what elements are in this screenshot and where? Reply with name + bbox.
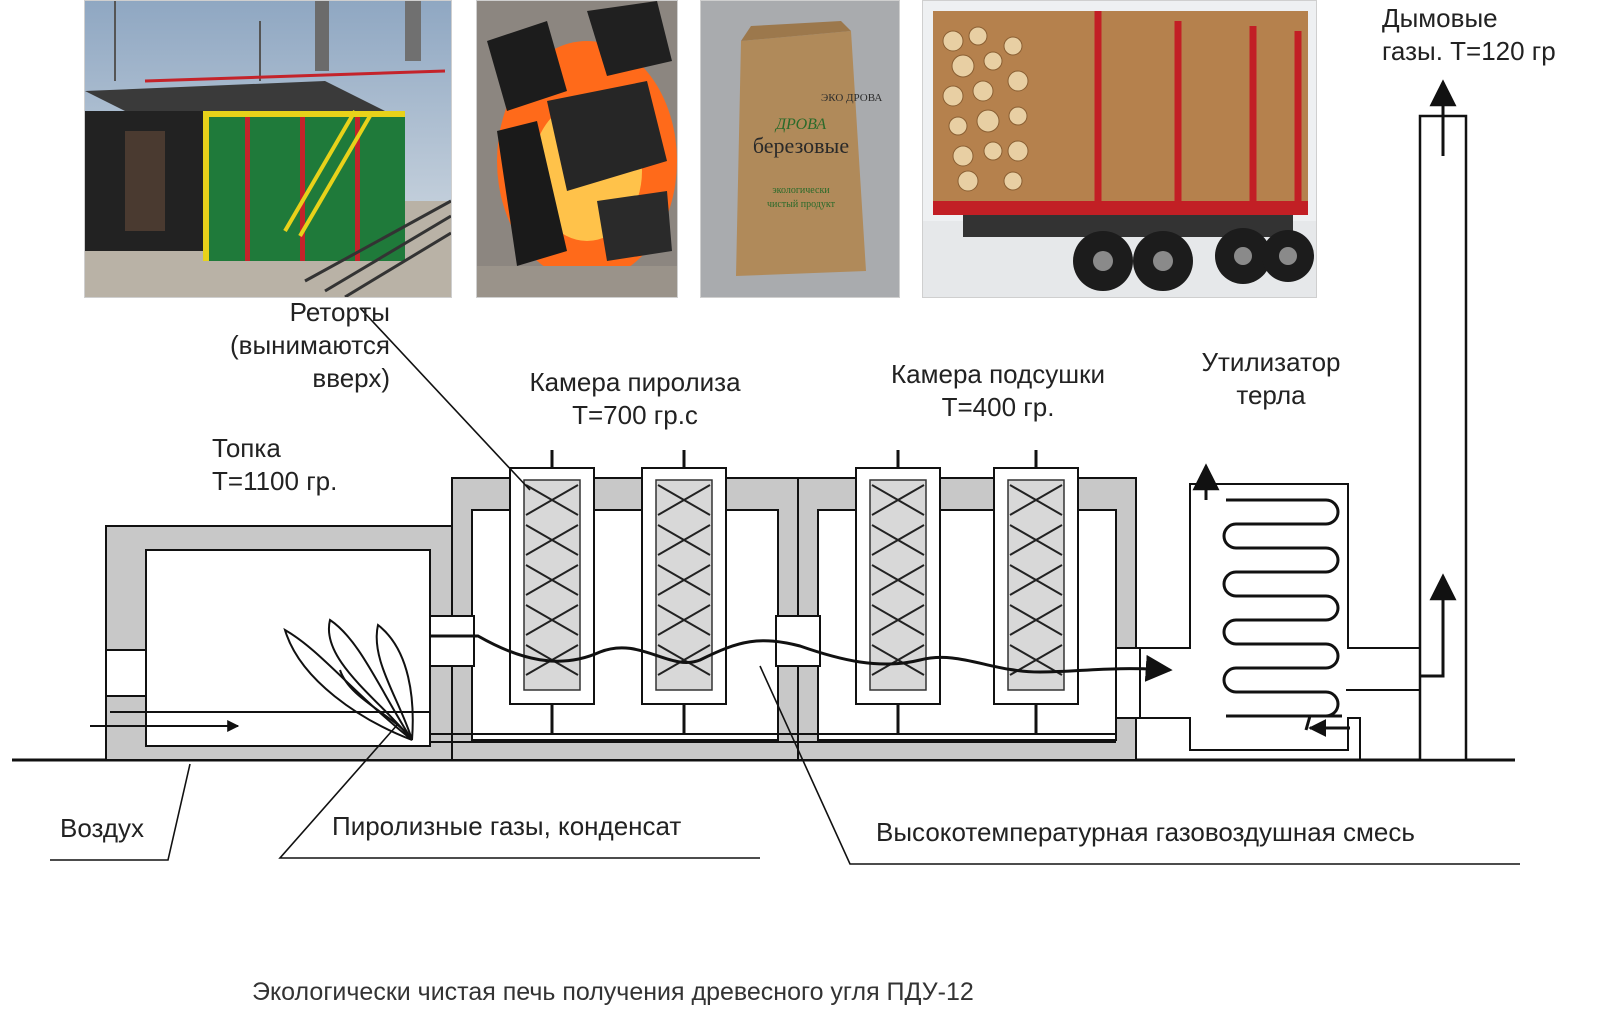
diagram-caption: Экологически чистая печь получения древе… [252, 976, 974, 1009]
hot-gas-flow-arrow [430, 634, 1173, 682]
leader-lines [50, 307, 1520, 865]
retort-3 [855, 450, 941, 734]
flue-gases-label-line-2: газы. Т=120 гр [1382, 36, 1556, 66]
air-label-text: Воздух [60, 813, 145, 843]
drying-chamber-label: Камера подсушки Т=400 гр. [868, 358, 1128, 424]
drying-chamber-label-line-1: Камера подсушки [891, 359, 1105, 389]
tar-recuperator-label: Утилизатор терла [1186, 346, 1356, 412]
diagram-caption-text: Экологически чистая печь получения древе… [252, 978, 974, 1006]
pyrolysis-chamber-label: Камера пиролиза Т=700 гр.с [500, 366, 770, 432]
pyrolysis-gases-label-text: Пиролизные газы, конденсат [332, 811, 682, 841]
pyrolysis-chamber [429, 477, 799, 761]
kiln-photo-svg [85, 1, 451, 297]
kiln-photo [84, 0, 452, 298]
retort-4 [993, 450, 1079, 734]
firewood-bag-svg: ЭКО ДРОВА ДРОВА березовые экологически ч… [701, 1, 899, 297]
drying-chamber [775, 477, 1141, 761]
retorts-label-line-2: (вынимаются [230, 330, 390, 360]
retorts-label-line-3: вверх) [312, 363, 390, 393]
flue-gases-label: Дымовые газы. Т=120 гр [1382, 2, 1556, 68]
furnace-label-line-1: Топка [212, 433, 281, 463]
timber-truck-photo [922, 0, 1317, 298]
flame-icon [283, 618, 414, 741]
firewood-bag-photo: ЭКО ДРОВА ДРОВА березовые экологически ч… [700, 0, 900, 298]
pyrolysis-chamber-label-line-2: Т=700 гр.с [572, 400, 698, 430]
air-label: Воздух [60, 812, 144, 845]
bag-title-1: ДРОВА [774, 116, 826, 133]
chimney [1418, 79, 1468, 762]
bag-line-2: чистый продукт [767, 199, 836, 210]
tar-recuperator-label-line-2: терла [1236, 380, 1306, 410]
tar-recuperator-label-line-1: Утилизатор [1201, 347, 1341, 377]
furnace-label: Топка Т=1100 гр. [212, 432, 337, 498]
retorts-label-line-1: Реторты [289, 297, 390, 327]
bag-line-1: экологически [772, 185, 830, 196]
charcoal-photo-svg [477, 1, 677, 297]
bag-title-2: березовые [753, 133, 849, 158]
retort-1 [509, 450, 595, 734]
flue-gases-label-line-1: Дымовые [1382, 3, 1498, 33]
timber-truck-svg [923, 1, 1316, 297]
retorts-label: Реторты (вынимаются вверх) [190, 296, 390, 395]
furnace-label-line-2: Т=1100 гр. [212, 466, 338, 496]
pyrolysis-chamber-label-line-1: Камера пиролиза [529, 367, 741, 397]
hot-mixture-label: Высокотемпературная газовоздушная смесь [876, 816, 1415, 849]
charcoal-photo [476, 0, 678, 298]
tar-recuperator [1140, 463, 1420, 760]
furnace [105, 525, 453, 761]
hot-mixture-label-text: Высокотемпературная газовоздушная смесь [876, 817, 1415, 847]
retort-2 [641, 450, 727, 734]
drying-chamber-label-line-2: Т=400 гр. [941, 392, 1055, 422]
pyrolysis-gases-label: Пиролизные газы, конденсат [332, 810, 681, 843]
bag-brand: ЭКО ДРОВА [821, 92, 882, 104]
